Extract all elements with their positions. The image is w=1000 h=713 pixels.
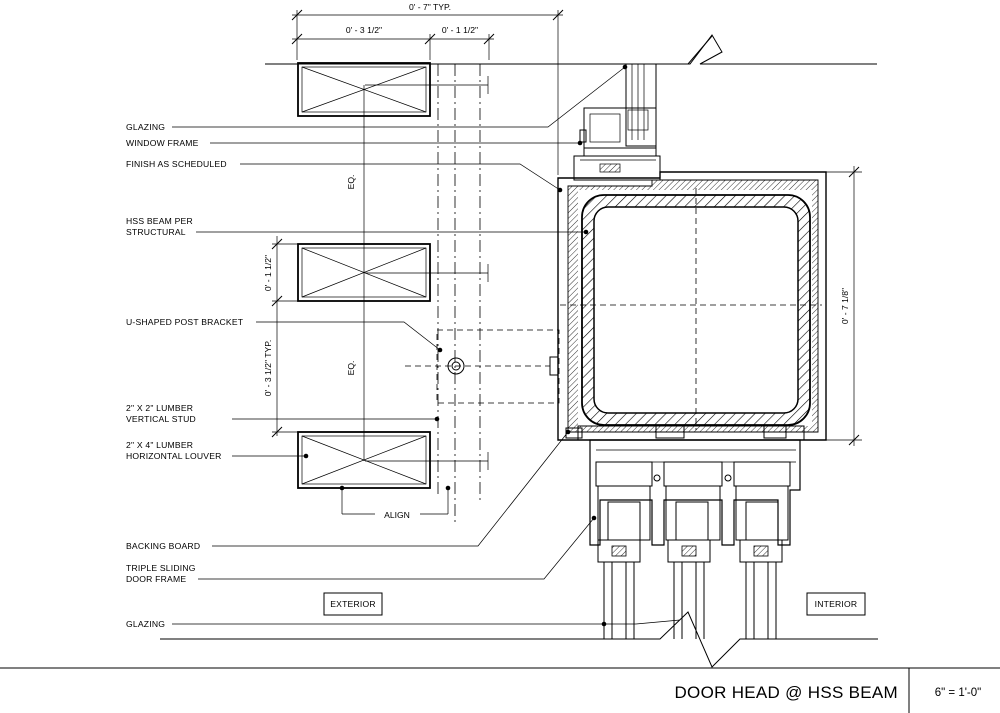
align-dim: ALIGN [341,488,449,520]
dim-louver-depth: 0' - 1 1/2" [263,255,273,291]
label-door-line2: DOOR FRAME [126,574,186,584]
callout-glazing-top: GLAZING [126,64,628,132]
callout-backing-board: BACKING BOARD [126,429,571,551]
label-finish: FINISH AS SCHEDULED [126,159,227,169]
top-dimensions: 0' - 7" TYP. 0' - 3 1/2" 0' - 1 1/2" [291,2,564,175]
drawing-title: DOOR HEAD @ HSS BEAM [674,683,898,702]
callout-bracket: U-SHAPED POST BRACKET [126,317,443,353]
label-hss-line1: HSS BEAM PER [126,216,193,226]
label-door-line1: TRIPLE SLIDING [126,563,196,573]
title-block: DOOR HEAD @ HSS BEAM 6" = 1'-0" [0,667,1000,713]
callout-louver: 2" X 4" LUMBER HORIZONTAL LOUVER [126,440,309,461]
drawing-scale: 6" = 1'-0" [935,687,981,699]
dim-align: ALIGN [384,510,410,520]
label-bracket: U-SHAPED POST BRACKET [126,317,244,327]
label-glazing-top: GLAZING [126,122,165,132]
label-glazing-bottom: GLAZING [126,619,165,629]
zone-exterior: EXTERIOR [330,599,376,609]
top-break-line [265,34,877,65]
dim-louver-spacing: 0' - 3 1/2" TYP. [263,340,273,396]
hss-beam [557,171,827,441]
dim-eq-upper: EQ. [346,175,356,190]
zone-interior: INTERIOR [815,599,858,609]
callout-door-frame: TRIPLE SLIDING DOOR FRAME [126,515,597,584]
dim-beam-height: 0' - 7 1/8" [840,288,850,324]
label-louver-line1: 2" X 4" LUMBER [126,440,193,450]
window-frame [573,63,661,181]
dim-overall-top: 0' - 7" TYP. [409,2,451,12]
callout-stud: 2" X 2" LUMBER VERTICAL STUD [126,403,440,424]
dim-louver-width: 0' - 3 1/2" [346,25,382,35]
post-bracket [405,329,560,404]
label-stud-line2: VERTICAL STUD [126,414,196,424]
dim-offset-top: 0' - 1 1/2" [442,25,478,35]
beam-height-dim: 0' - 7 1/8" [826,166,862,446]
door-frame [565,425,805,639]
label-louver-line2: HORIZONTAL LOUVER [126,451,222,461]
dim-eq-lower: EQ. [346,361,356,376]
callout-hss-beam: HSS BEAM PER STRUCTURAL [126,216,589,237]
detail-dots [339,485,451,491]
callout-glazing-bottom: GLAZING [126,619,681,629]
label-stud-line1: 2" X 2" LUMBER [126,403,193,413]
vertical-stud-centerlines [437,64,481,525]
callout-finish: FINISH AS SCHEDULED [126,159,563,193]
eq-dims: EQ. EQ. [346,175,356,376]
left-vertical-dims: 0' - 1 1/2" 0' - 3 1/2" TYP. [263,236,298,438]
louver-center-lines [363,76,489,470]
callout-window-frame: WINDOW FRAME [126,138,583,148]
label-backing: BACKING BOARD [126,541,200,551]
bottom-break-line [160,611,878,668]
zone-tags: EXTERIOR INTERIOR [323,592,866,616]
label-window-frame: WINDOW FRAME [126,138,199,148]
label-hss-line2: STRUCTURAL [126,227,186,237]
